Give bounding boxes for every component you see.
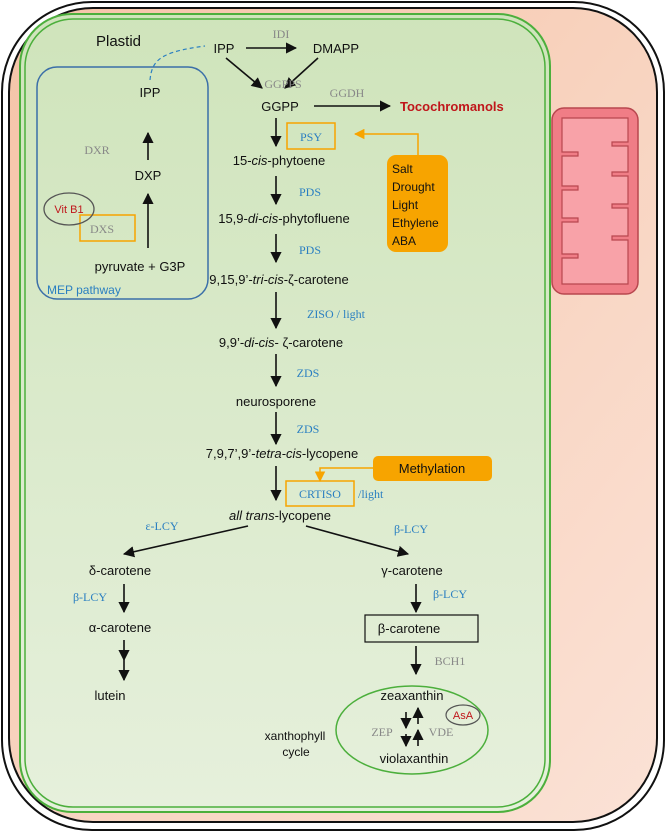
enzyme-crtiso: CRTISO — [299, 487, 341, 501]
ipp-mep: IPP — [140, 85, 161, 100]
mep-pathway-box — [36, 66, 209, 300]
xanthophyll-cycle-label-2: cycle — [282, 745, 310, 759]
neurosporene: neurosporene — [236, 394, 316, 409]
zeaxanthin: zeaxanthin — [381, 688, 444, 703]
regulator-aba: ABA — [392, 234, 416, 248]
enzyme-e-lcy: ε-LCY — [145, 519, 178, 533]
gamma-carotene: γ-carotene — [381, 563, 442, 578]
beta-carotene: β-carotene — [378, 621, 440, 636]
tri-cis-zeta-carotene: 9,15,9’-tri-cis-ζ-carotene — [209, 272, 348, 287]
enzyme-idi: IDI — [273, 27, 290, 41]
xanthophyll-cycle-label-1: xanthophyll — [265, 729, 326, 743]
xanthophyll-cycle-ellipse — [335, 685, 489, 775]
enzyme-zds-1: ZDS — [297, 366, 320, 380]
regulator-drought: Drought — [392, 180, 435, 194]
enzyme-ggpps: GGPPS — [264, 77, 301, 91]
enzyme-bch1: BCH1 — [435, 654, 466, 668]
crtiso-light: /light — [358, 487, 384, 501]
phytoene: 15-cis-phytoene — [233, 153, 326, 168]
all-trans-lycopene: all trans-lycopene — [229, 508, 331, 523]
methylation-label: Methylation — [399, 461, 465, 476]
enzyme-b-lcy-top: β-LCY — [394, 522, 428, 536]
pyruvate-g3p: pyruvate + G3P — [95, 259, 186, 274]
vit-b1-label: Vit B1 — [54, 204, 83, 216]
enzyme-pds-2: PDS — [299, 243, 321, 257]
ipp-transport-connector — [149, 45, 206, 81]
ipp-top: IPP — [214, 41, 235, 56]
phytofluene: 15,9-di-cis-phytofluene — [218, 211, 350, 226]
dxp: DXP — [135, 168, 162, 183]
regulator-light: Light — [392, 198, 419, 212]
enzyme-zep: ZEP — [371, 725, 393, 739]
pathway-arrows — [118, 42, 424, 748]
enzyme-zds-2: ZDS — [297, 422, 320, 436]
vit-b1-cofactor: Vit B1 — [43, 192, 95, 226]
enzyme-b-lcy-right: β-LCY — [433, 587, 467, 601]
lutein: lutein — [94, 688, 125, 703]
beta-carotene-box: β-carotene — [364, 614, 479, 643]
asa-cofactor: AsA — [445, 704, 481, 726]
di-cis-zeta-carotene: 9,9’-di-cis- ζ-carotene — [219, 335, 343, 350]
dmapp: DMAPP — [313, 41, 359, 56]
ggpp: GGPP — [261, 99, 299, 114]
stress-to-psy-arrow — [353, 128, 419, 155]
dxs-box: DXS — [79, 214, 136, 242]
mep-pathway-label: MEP pathway — [47, 283, 121, 297]
stress-regulators: Salt Drought Light Ethylene ABA — [387, 155, 448, 252]
regulator-salt: Salt — [392, 162, 413, 176]
plastid-label: Plastid — [96, 33, 141, 50]
regulator-ethylene: Ethylene — [392, 216, 439, 230]
enzyme-ggdh: GGDH — [330, 86, 365, 100]
enzyme-dxr: DXR — [84, 143, 109, 157]
enzyme-pds-1: PDS — [299, 185, 321, 199]
enzyme-psy: PSY — [300, 130, 322, 144]
enzyme-dxs: DXS — [90, 222, 114, 236]
alpha-carotene: α-carotene — [89, 620, 151, 635]
psy-box: PSY — [286, 122, 336, 150]
tocochromanols: Tocochromanols — [400, 99, 504, 114]
methylation-to-crtiso-arrow — [314, 467, 373, 483]
tetra-cis-lycopene: 7,9,7’,9’-tetra-cis-lycopene — [206, 446, 358, 461]
delta-carotene: δ-carotene — [89, 563, 151, 578]
violaxanthin: violaxanthin — [380, 751, 449, 766]
enzyme-vde: VDE — [429, 725, 454, 739]
asa-label: AsA — [453, 710, 474, 722]
mitochondrion — [551, 107, 639, 295]
enzyme-b-lcy-left: β-LCY — [73, 590, 107, 604]
methylation-regulator: Methylation — [373, 456, 492, 481]
enzyme-ziso: ZISO / light — [307, 307, 366, 321]
